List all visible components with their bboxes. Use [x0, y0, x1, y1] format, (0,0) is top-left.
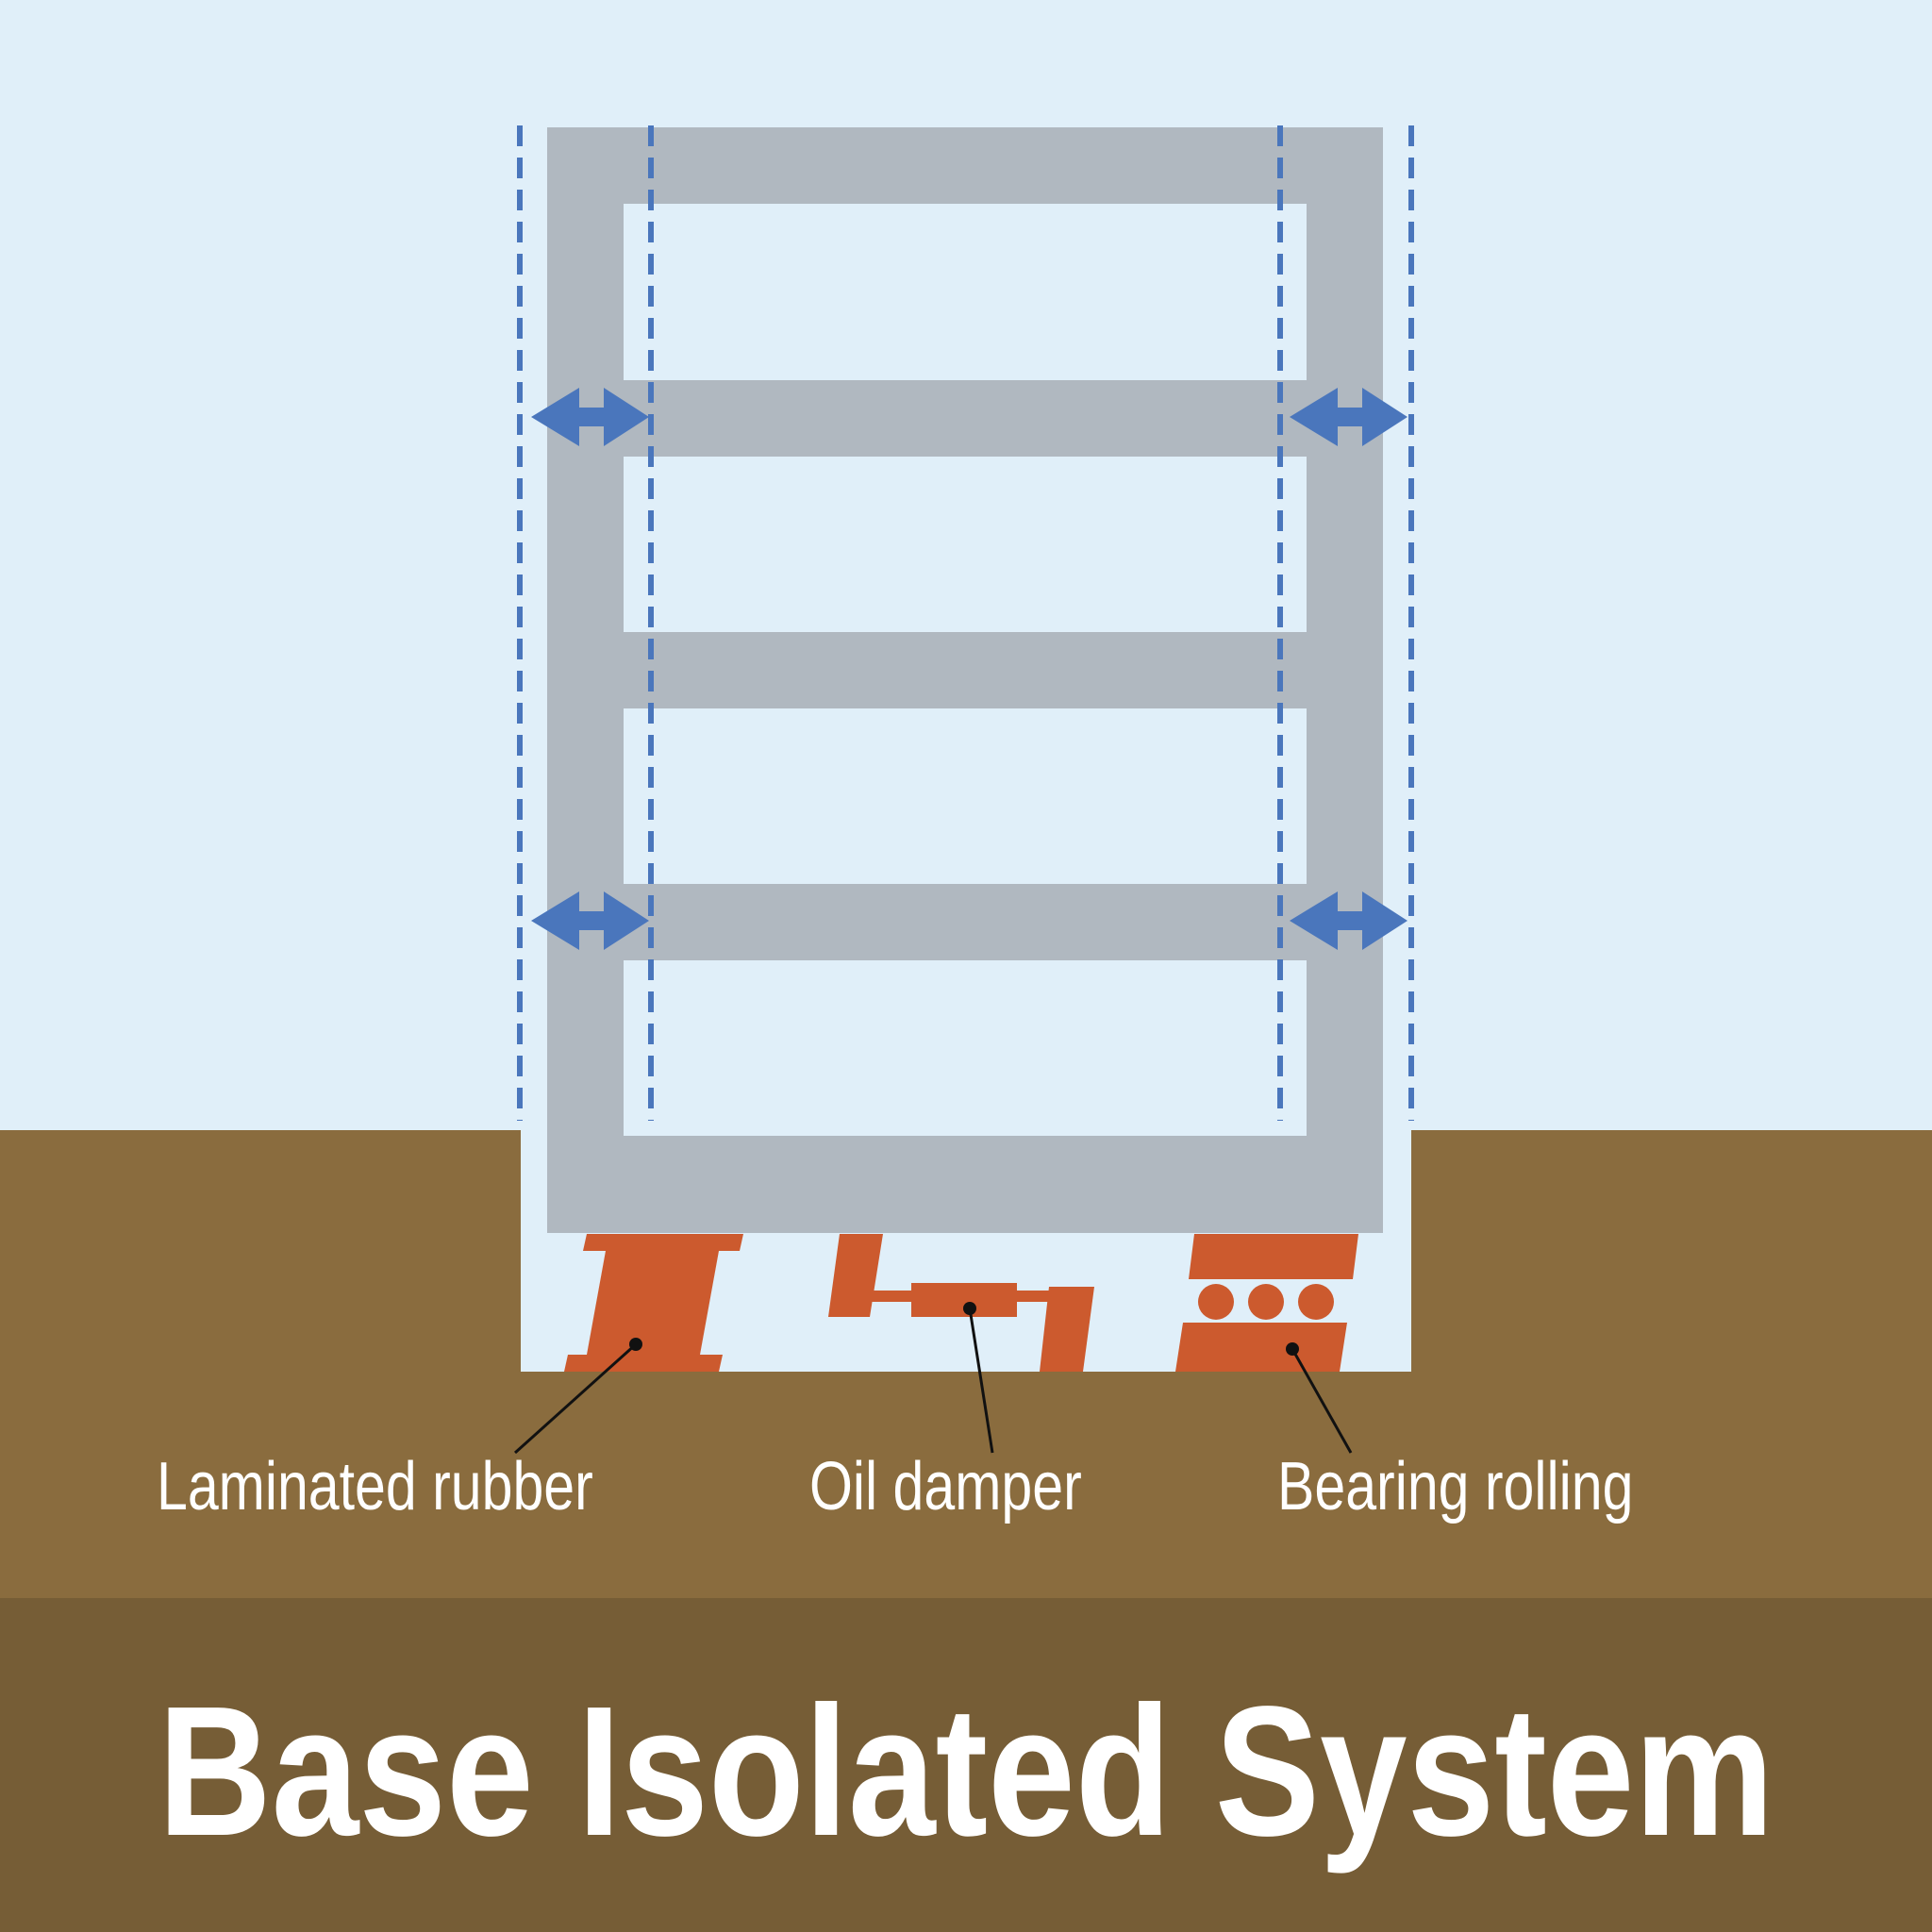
building-top-beam — [547, 127, 1383, 204]
bearing-roller — [1198, 1284, 1234, 1320]
label-oil-damper: Oil damper — [809, 1449, 1082, 1524]
double-headed-arrow-icon — [531, 891, 649, 950]
label-bearing-rolling: Bearing rolling — [1277, 1449, 1634, 1524]
laminated-rubber-isolator — [564, 1234, 743, 1372]
building-frame — [547, 127, 1383, 1233]
double-headed-arrow-icon — [1290, 891, 1407, 950]
leader-line-bearing-rolling — [1291, 1348, 1353, 1454]
leader-lines — [513, 1307, 1353, 1455]
leader-dots — [629, 1302, 1299, 1356]
bearing-top-plate — [1189, 1234, 1358, 1279]
double-headed-arrow-icon — [531, 388, 649, 446]
oil-damper-right-bracket — [1040, 1287, 1094, 1372]
sway-guide-lines — [517, 125, 1414, 1121]
building-floor-beam — [547, 380, 1383, 457]
leader-dot — [629, 1338, 642, 1351]
leader-line-oil-damper — [968, 1307, 994, 1454]
bearing-roller — [1248, 1284, 1284, 1320]
building-base-slab — [547, 1136, 1383, 1233]
sway-arrows — [531, 388, 1407, 950]
bearing-rolling-isolator — [1175, 1234, 1358, 1372]
laminated-rubber-top-plate — [583, 1234, 743, 1251]
double-headed-arrow-icon — [1290, 388, 1407, 446]
building-floor-beam — [547, 884, 1383, 960]
diagram-title: Base Isolated System — [158, 1668, 1774, 1874]
laminated-rubber-bottom-plate — [564, 1355, 723, 1372]
oil-damper — [828, 1234, 1094, 1372]
bearing-bottom-plate — [1175, 1323, 1347, 1372]
oil-damper-rod — [1015, 1291, 1053, 1302]
bearing-roller — [1298, 1284, 1334, 1320]
leader-dot — [1286, 1342, 1299, 1356]
oil-damper-rod — [868, 1291, 924, 1302]
laminated-rubber-body — [587, 1251, 719, 1355]
building-floor-beam — [547, 632, 1383, 708]
leader-line-laminated-rubber — [513, 1342, 638, 1455]
title-band — [0, 1598, 1932, 1932]
label-laminated-rubber: Laminated rubber — [157, 1449, 593, 1524]
leader-dot — [963, 1302, 976, 1315]
